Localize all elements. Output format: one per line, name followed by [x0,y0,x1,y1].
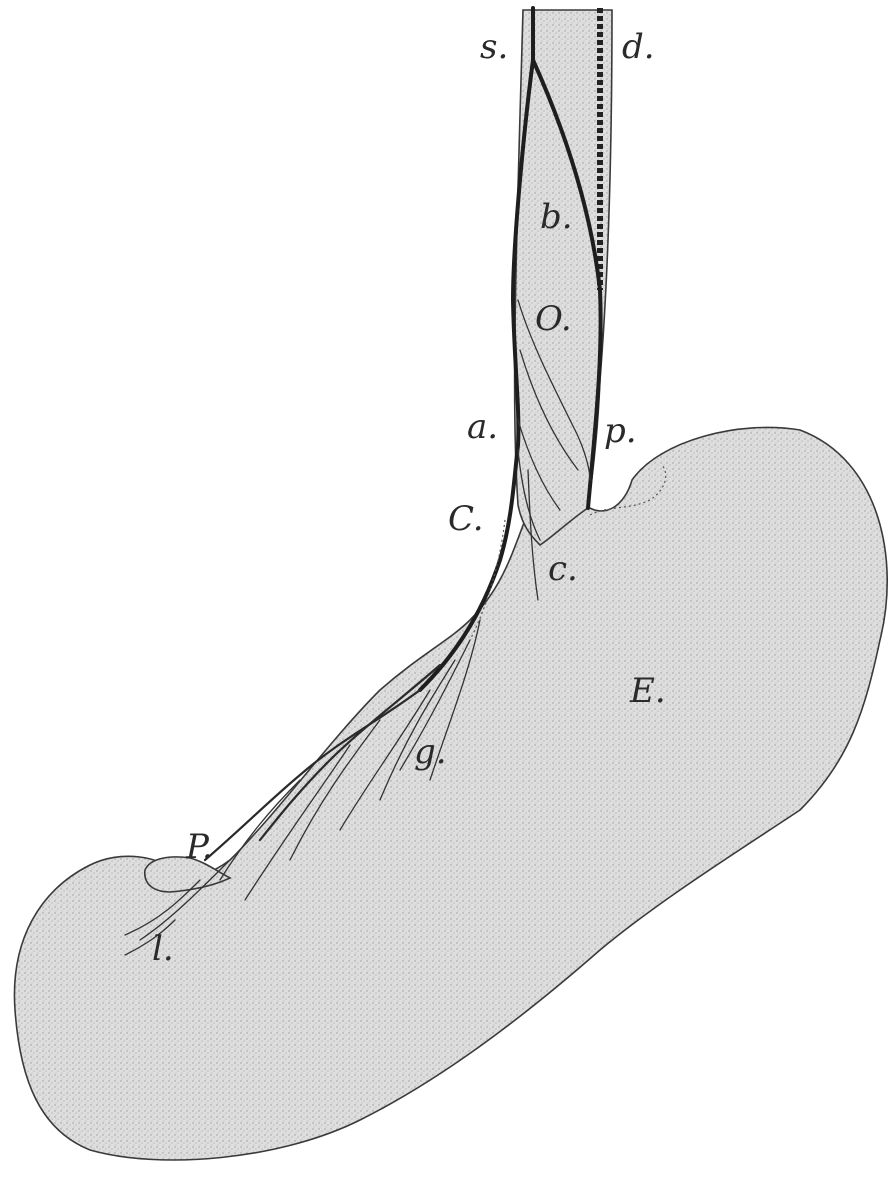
label-l: l. [152,929,174,969]
label-a: a. [467,407,498,447]
label-s: s. [480,27,508,67]
label-E: E. [629,671,666,711]
label-b: b. [540,197,573,237]
label-p: p. [604,411,637,451]
label-P: P. [185,827,213,867]
label-g: g. [414,732,447,772]
label-c: c. [548,549,578,589]
label-C: C. [448,499,484,539]
label-d: d. [622,27,655,67]
label-O: O. [535,299,572,339]
